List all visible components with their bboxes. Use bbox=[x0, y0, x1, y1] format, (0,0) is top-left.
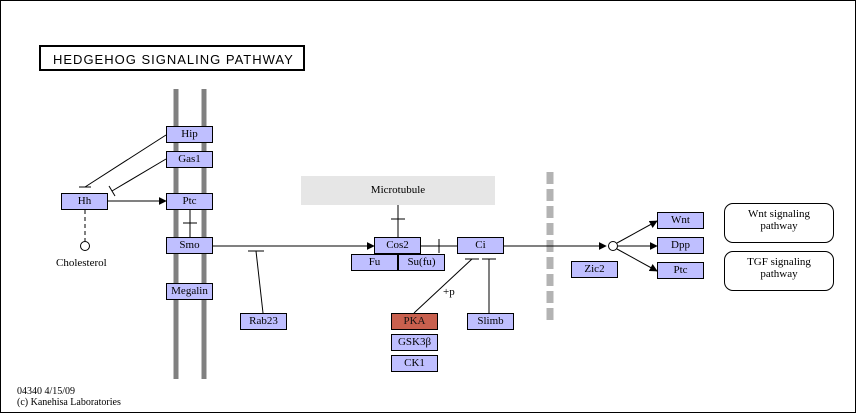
transcription-node bbox=[608, 241, 618, 251]
gene-slimb[interactable]: Slimb bbox=[467, 313, 514, 330]
gene-ck1[interactable]: CK1 bbox=[391, 355, 438, 372]
edge-rab23 bbox=[255, 250, 264, 314]
edge-hip-hh bbox=[84, 134, 167, 188]
pathway-tgf-link[interactable]: TGF signaling pathway bbox=[724, 251, 834, 291]
cholesterol-label[interactable]: Cholesterol bbox=[56, 257, 107, 269]
gene-hip[interactable]: Hip bbox=[166, 126, 213, 143]
gene-fu[interactable]: Fu bbox=[351, 254, 398, 271]
footer-id-date: 04340 4/15/09 bbox=[17, 386, 76, 397]
edge-to-ptc-target bbox=[616, 248, 658, 272]
footer-copyright: (c) Kanehisa Laboratories bbox=[17, 397, 121, 408]
edge-pka-ci bbox=[413, 258, 473, 314]
cholesterol-node bbox=[80, 241, 90, 251]
gene-dpp[interactable]: Dpp bbox=[657, 237, 704, 254]
gene-ci[interactable]: Ci bbox=[457, 237, 504, 254]
gene-gsk3b[interactable]: GSK3β bbox=[391, 334, 438, 351]
gene-sufu[interactable]: Su(fu) bbox=[398, 254, 445, 271]
gene-rab23[interactable]: Rab23 bbox=[240, 313, 287, 330]
gene-wnt[interactable]: Wnt bbox=[657, 212, 704, 229]
diagram-title: HEDGEHOG SIGNALING PATHWAY bbox=[39, 45, 305, 71]
gene-cos2[interactable]: Cos2 bbox=[374, 237, 421, 254]
microtubule-structure: Microtubule bbox=[301, 176, 495, 205]
gene-zic2[interactable]: Zic2 bbox=[571, 261, 618, 278]
edge-to-wnt bbox=[616, 220, 658, 244]
gene-pka[interactable]: PKA bbox=[391, 313, 438, 330]
footer: 04340 4/15/09 (c) Kanehisa Laboratories bbox=[17, 386, 121, 408]
pathway-wnt-link[interactable]: Wnt signaling pathway bbox=[724, 203, 834, 243]
gene-gas1[interactable]: Gas1 bbox=[166, 151, 213, 168]
gene-smo[interactable]: Smo bbox=[166, 237, 213, 254]
edge-gas1-hh bbox=[111, 158, 167, 192]
gene-ptc[interactable]: Ptc bbox=[166, 193, 213, 210]
gene-hh[interactable]: Hh bbox=[61, 193, 108, 210]
gene-megalin[interactable]: Megalin bbox=[166, 283, 213, 300]
gene-ptc-target[interactable]: Ptc bbox=[657, 262, 704, 279]
phosphorylation-label: +p bbox=[443, 286, 455, 298]
